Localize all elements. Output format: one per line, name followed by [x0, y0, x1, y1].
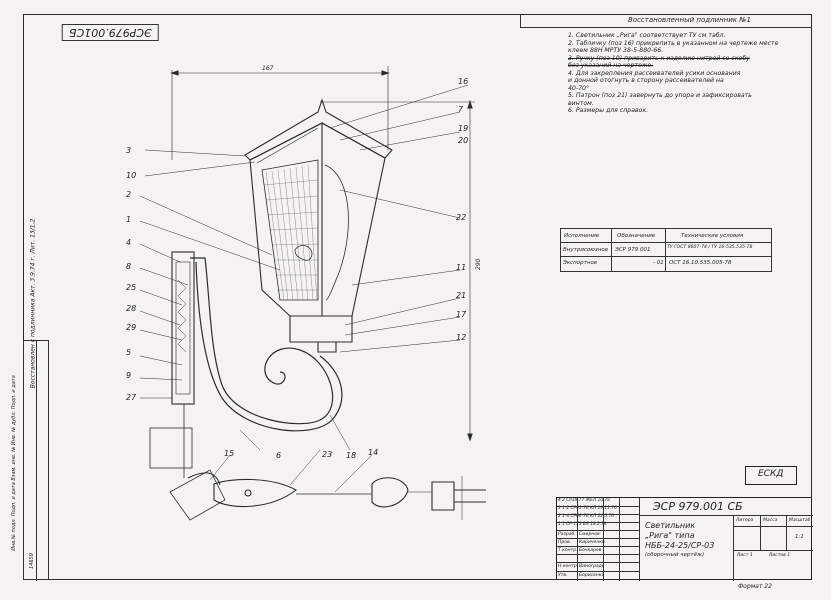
callout-label: 27 — [126, 393, 137, 402]
note-line: 2. Табличку (поз 16) прикрепить в указан… — [568, 39, 779, 47]
callout-label: 22 — [456, 213, 466, 222]
rotated-note: Восстановлен с подлинника Акт. 3.9.74 г.… — [29, 218, 37, 389]
title-product: (сборочный чертёж) — [645, 552, 705, 558]
left-stamp-column — [23, 340, 49, 581]
exec-table: Исполнение Обозначение Технические услов… — [560, 228, 772, 272]
callout-label: 28 — [126, 304, 136, 313]
callout-label: 23 — [322, 450, 332, 459]
note-line: 5. Патрон (поз 21) завернуть до упора и … — [568, 92, 752, 99]
signer-name: Виноградь — [579, 564, 605, 569]
role-label: Т.контр. — [558, 548, 578, 553]
title-product: „Рига" типа — [645, 531, 695, 540]
title-col-header: Литера — [736, 518, 754, 523]
top-right-box-line — [520, 27, 812, 28]
exec-cell: ТУ ГОСТ 8607-74 / ТУ 16-535.535-78 — [667, 245, 753, 250]
signer-name: Борисенко — [579, 573, 605, 578]
callout-label: 12 — [456, 333, 466, 342]
callout-label: 25 — [126, 283, 136, 292]
dim-width: 167 — [262, 65, 274, 72]
change-row: 1 1 СР-175 ВЯ 18.2.74 — [558, 522, 607, 527]
notes-block: 1. Светильник „Рига" соответствует ТУ см… — [568, 32, 778, 115]
eskd-box: ЕСКД — [745, 466, 797, 485]
callout-label: 10 — [126, 171, 136, 180]
callout-label: 29 — [126, 323, 136, 332]
role-label: Н.контр. — [558, 564, 579, 569]
callout-label: 1 — [126, 215, 131, 224]
note-line: 3. Ручку (поз 10) приварить к изделию ни… — [568, 54, 750, 62]
top-right-note: Восстановленный подлинник №1 — [628, 16, 751, 24]
title-block: ЭСР 979.001 СБ Светильник „Рига" типа НБ… — [556, 497, 813, 581]
inventory-number: 14659 — [28, 553, 35, 569]
inventory-labels: Инв.№ подл. Подп. и дата Взам. инв. № Ин… — [10, 375, 17, 551]
callout-label: 4 — [126, 238, 131, 247]
callout-label: 18 — [346, 451, 356, 460]
title-scale: 1:1 — [795, 534, 804, 540]
callout-label: 7 — [458, 105, 464, 114]
title-sheets: Листов 1 — [769, 553, 791, 558]
note-line: 1. Светильник „Рига" соответствует ТУ см… — [568, 32, 726, 39]
title-col-header: Масштаб — [789, 518, 811, 523]
note-line: 40-70° — [568, 84, 590, 92]
role-label: Утв. — [558, 573, 568, 578]
callout-label: 17 — [456, 310, 467, 319]
exec-header: Обозначение — [617, 233, 656, 239]
exec-cell: ОСТ 16.10.535.005-78 — [669, 260, 732, 266]
exec-cell: Экспортное — [563, 260, 598, 266]
exec-cell: - 01 — [653, 260, 664, 266]
change-row: 2 1-4 СР66-76 КЛ 22.5.76 — [558, 514, 614, 519]
callout-label: 8 — [126, 262, 131, 271]
callout-label: 15 — [224, 449, 234, 458]
signer-name: Бочкарев — [579, 548, 602, 553]
callout-label: 21 — [456, 291, 466, 300]
callout-label: 19 — [458, 124, 468, 133]
note-line: 4. Для закрепления рассеивателей усики о… — [568, 69, 741, 77]
callout-label: 6 — [276, 451, 281, 460]
exec-cell: Внутрисоюзное — [563, 247, 609, 253]
role-label: Пров. — [558, 540, 572, 545]
eskd-label: ЕСКД — [758, 469, 784, 479]
exec-header: Исполнение — [564, 233, 600, 239]
callout-label: 5 — [126, 348, 131, 357]
title-doc-number: ЭСР 979.001 СБ — [653, 500, 743, 513]
callout-label: 14 — [368, 448, 378, 457]
note-line: клеем 88Н МРТУ 38-5-880-66. — [568, 47, 664, 54]
signer-name: Смирнов — [579, 532, 600, 537]
note-line: без указаний на чертеже. — [568, 62, 654, 69]
drawing-frame — [23, 14, 812, 580]
note-line: и донной отогнуть в сторону рассеивателе… — [568, 77, 724, 84]
note-line: 6. Размеры для справок. — [568, 107, 649, 114]
title-product: НББ-24-25/СР-03 — [645, 541, 715, 550]
callout-label: 3 — [126, 146, 131, 155]
signer-name: Кириченко — [579, 540, 605, 545]
role-label: Разраб. — [558, 532, 576, 537]
callout-label: 9 — [126, 371, 131, 380]
top-right-box-sep — [520, 14, 521, 27]
dim-height: 290 — [475, 258, 482, 270]
change-row: 4 2 СР38-77 ЖЕЛ 10.78 — [558, 498, 610, 503]
callout-label: 20 — [458, 136, 468, 145]
note-line: винтом. — [568, 99, 594, 107]
exec-header: Технические условия — [681, 233, 744, 239]
callout-label: 11 — [456, 263, 466, 272]
change-row: 3 1-2 СР93-76 КЛ 19.11.76 — [558, 506, 617, 511]
callout-label: 2 — [126, 190, 131, 199]
title-product: Светильник — [645, 521, 696, 530]
exec-cell: ЭСР 979 001 — [615, 247, 651, 253]
callout-label: 16 — [458, 77, 468, 86]
title-col-header: Масса — [763, 518, 778, 523]
format-label: Формат 22 — [738, 583, 772, 590]
title-sheet: Лист 1 — [737, 553, 753, 558]
